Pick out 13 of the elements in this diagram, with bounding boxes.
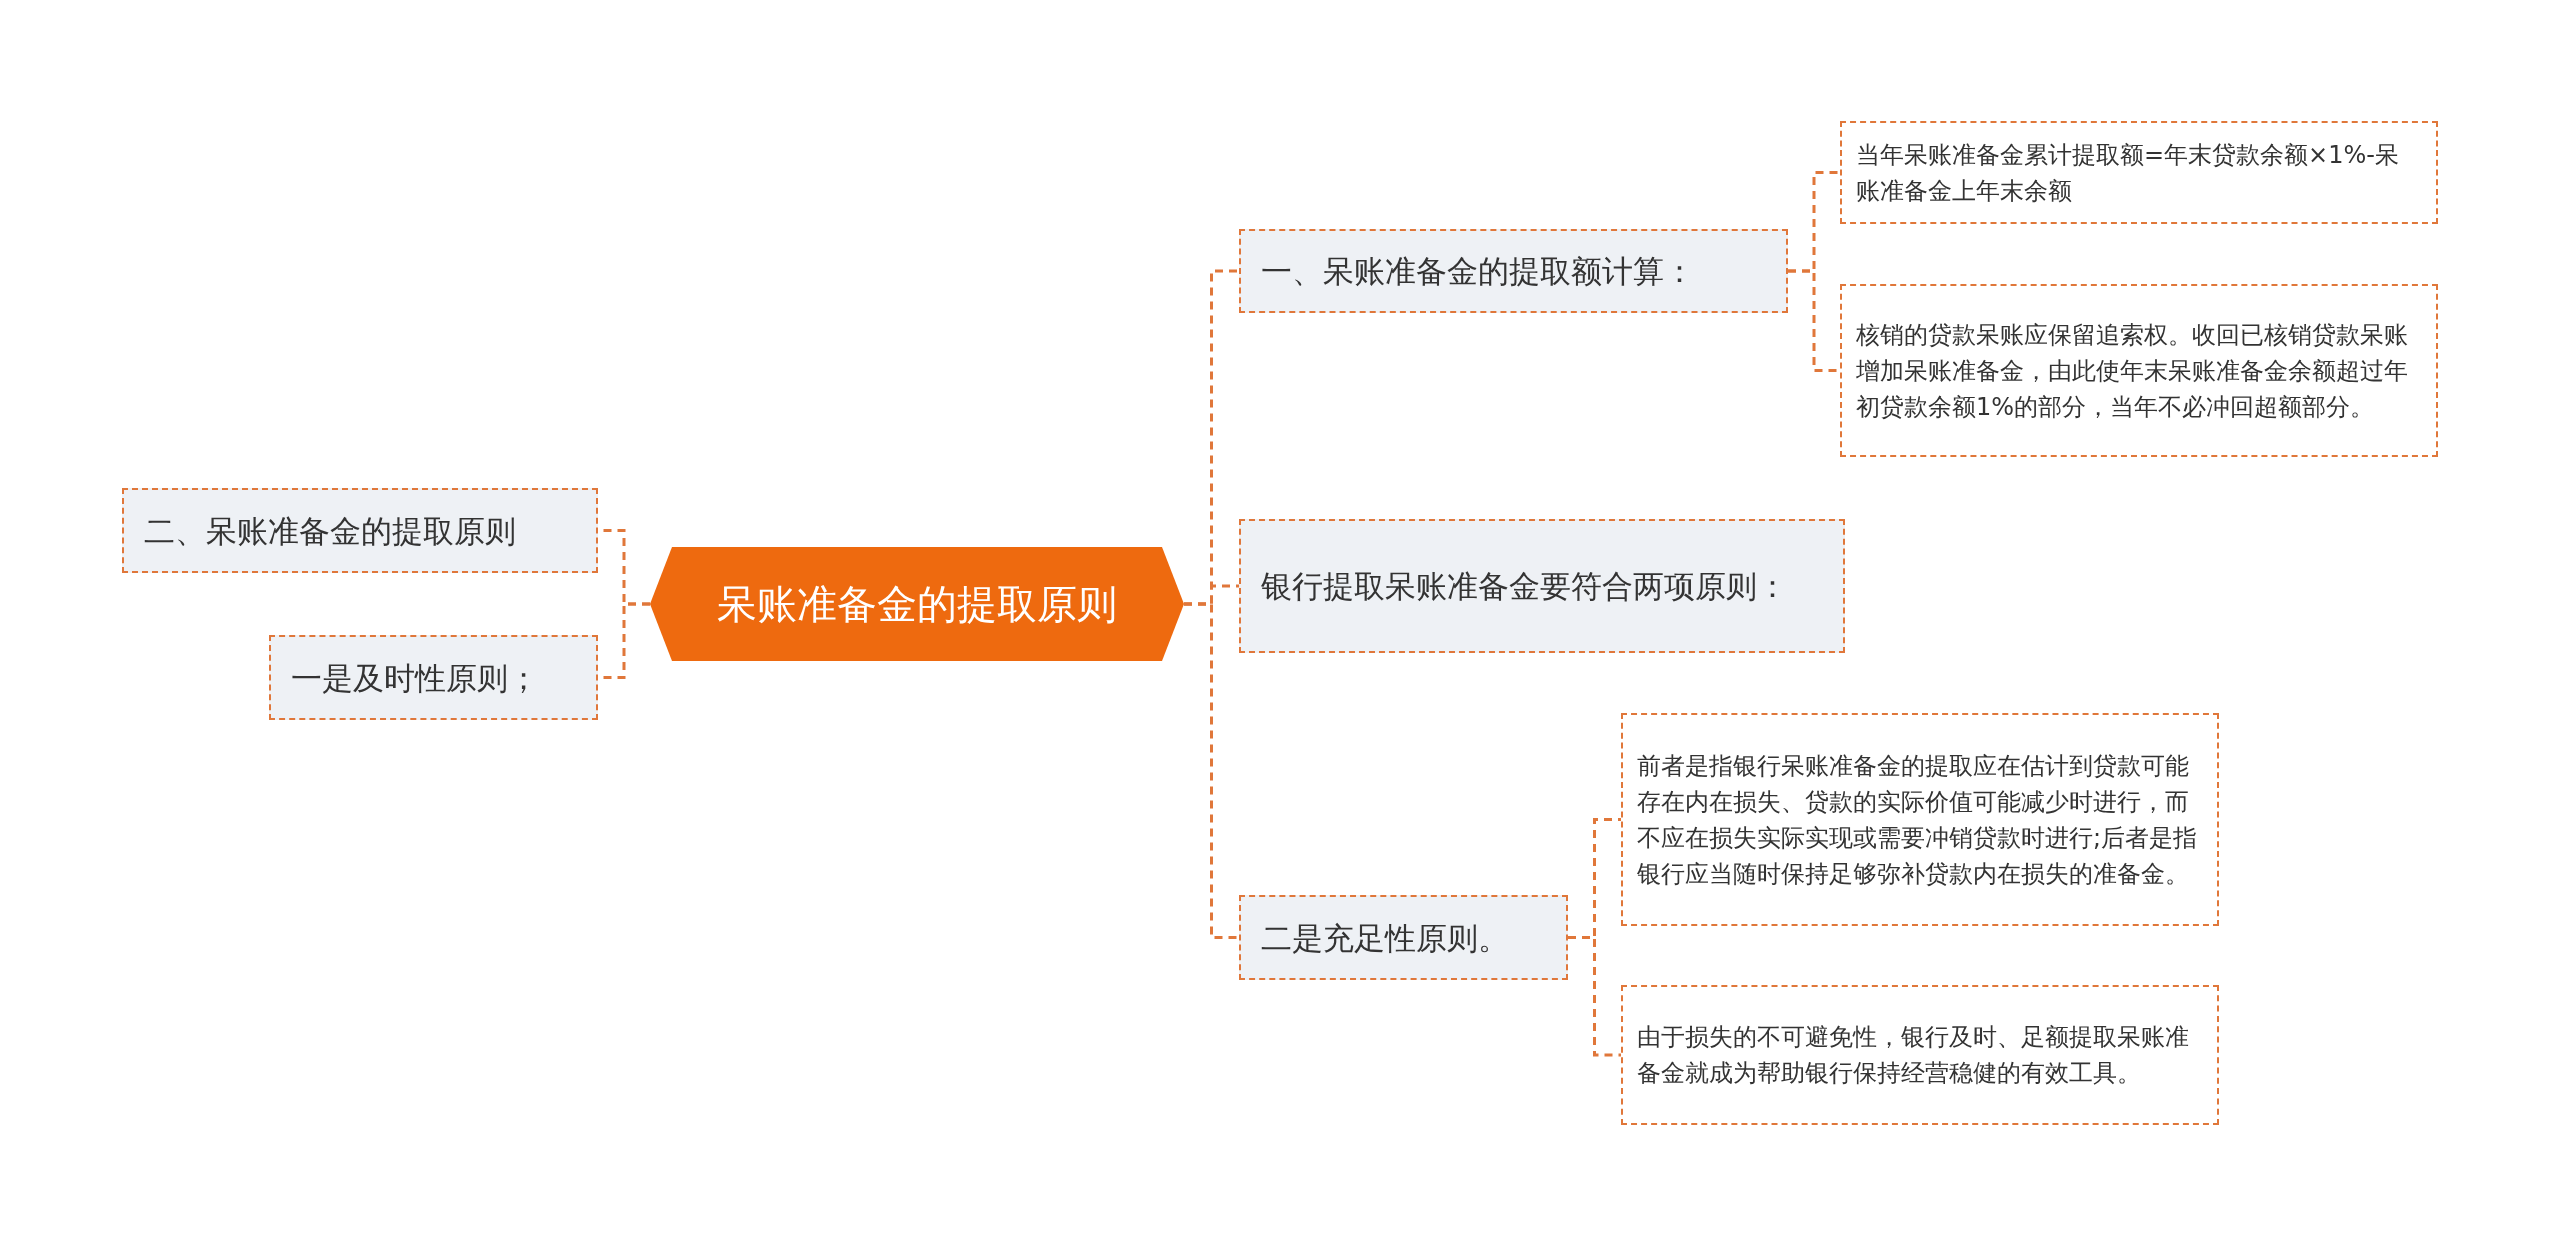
connector — [1788, 269, 1840, 372]
note-box: 由于损失的不可避免性，银行及时、足额提取呆账准备金就成为帮助银行保持经营稳健的有效工具。 — [1621, 985, 2219, 1125]
connector — [1568, 936, 1621, 1057]
topic-box: 一、呆账准备金的提取额计算： — [1239, 229, 1788, 313]
topic-box: 二是充足性原则。 — [1239, 895, 1568, 980]
topic-box: 二、呆账准备金的提取原则 — [122, 488, 598, 573]
connector — [1184, 602, 1239, 939]
note-box: 当年呆账准备金累计提取额=年末贷款余额×1%-呆账准备金上年末余额 — [1840, 121, 2438, 224]
topic-box: 一是及时性原则； — [269, 635, 598, 720]
topic-box: 银行提取呆账准备金要符合两项原则： — [1239, 519, 1845, 653]
central-topic: 呆账准备金的提取原则 — [650, 547, 1184, 661]
note-box: 核销的贷款呆账应保留追索权。收回已核销贷款呆账增加呆账准备金，由此使年末呆账准备金余额超过年初贷款余额1%的部分，当年不必冲回超额部分。 — [1840, 284, 2438, 457]
note-box: 前者是指银行呆账准备金的提取应在估计到贷款可能存在内在损失、贷款的实际价值可能减少时进行，而不应在损失实际实现或需要冲销贷款时进行;后者是指银行应当随时保持足够弥补贷款内在损失的准备金。 — [1621, 713, 2219, 926]
